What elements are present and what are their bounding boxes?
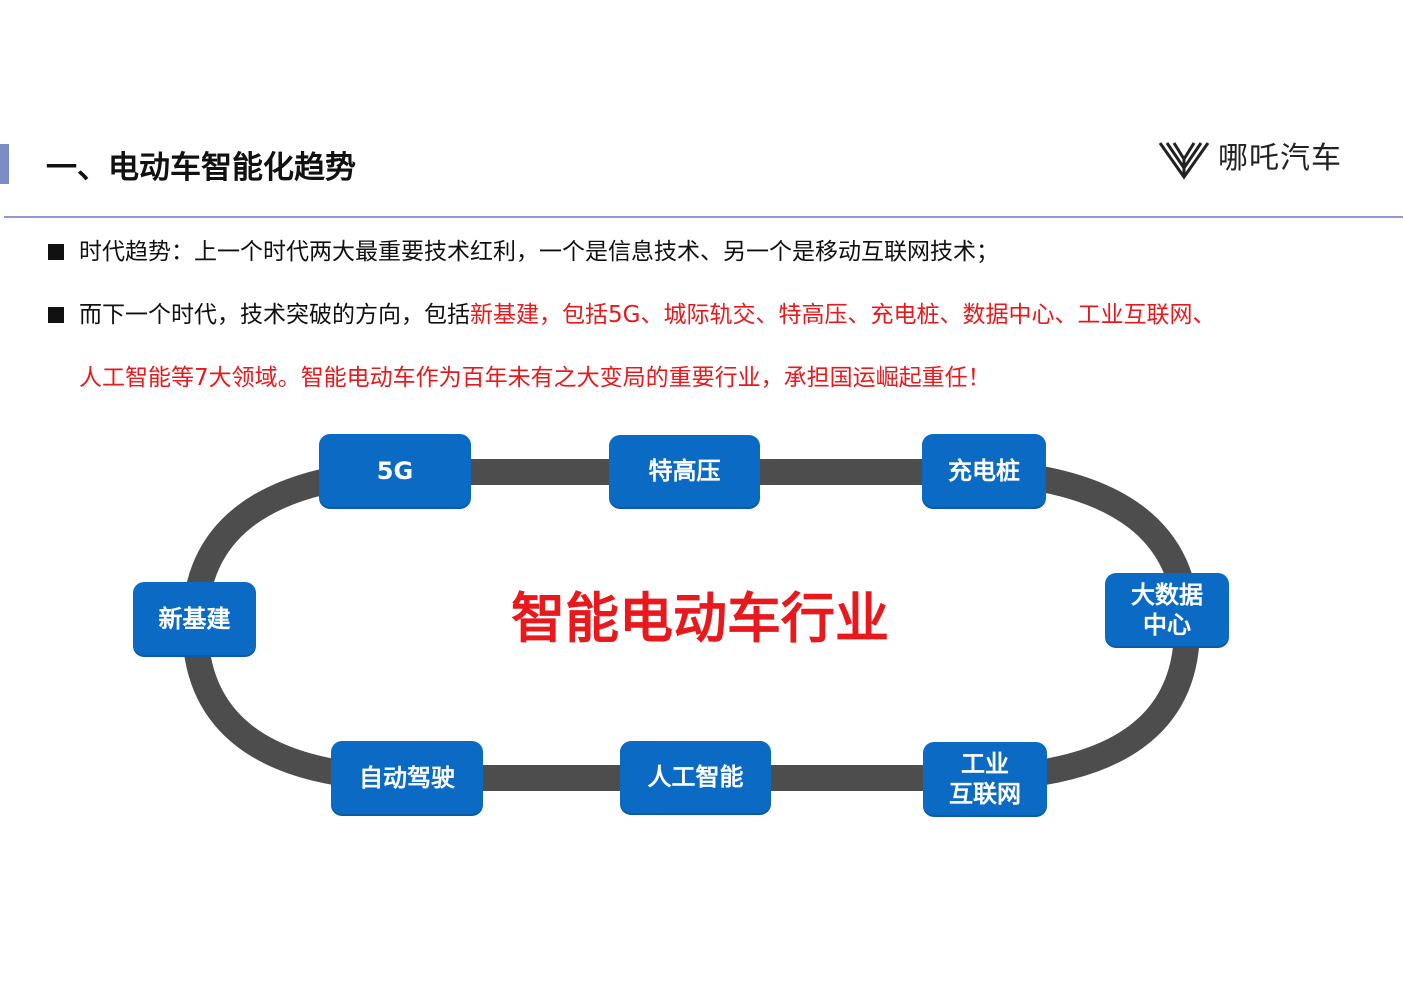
title-accent-bar [0,144,9,184]
bullet-text: 时代趋势：上一个时代两大最重要技术红利，一个是信息技术、另一个是移动互联网技术； [79,239,999,265]
node-big-data-center: 大数据 中心 [1105,573,1229,646]
node-new-infrastructure: 新基建 [133,582,256,655]
node-label-line-1: 工业 [961,749,1009,778]
node-label-line-1: 大数据 [1131,580,1203,609]
bullet-text-highlight: 新基建，包括5G、城际轨交、特高压、充电桩、数据中心、工业互联网、 [470,302,1216,328]
node-label: 新基建 [158,604,231,633]
node-charging: 充电桩 [922,434,1046,507]
brand-logo: 哪吒汽车 [1158,136,1363,182]
diagram-center-label: 智能电动车行业 [511,587,889,650]
node-label: 人工智能 [647,763,744,791]
node-autonomous-driving: 自动驾驶 [331,741,483,814]
node-5g: 5G [319,434,471,507]
node-label: 充电桩 [948,456,1020,485]
brand-logo-text: 哪吒汽车 [1218,141,1342,176]
node-label-line-2: 中心 [1143,610,1191,639]
node-uhv: 特高压 [609,435,760,507]
header-divider [4,216,1403,218]
neta-logo-icon [1158,142,1210,180]
bullet-text-plain: 而下一个时代，技术突破的方向，包括 [79,302,470,328]
bullet-text: 而下一个时代，技术突破的方向，包括新基建，包括5G、城际轨交、特高压、充电桩、数… [79,298,1215,332]
node-label-line-2: 互联网 [949,779,1021,808]
bullet-item-2-continuation: 人工智能等7大领域。智能电动车作为百年未有之大变局的重要行业，承担国运崛起重任！ [79,365,991,391]
bullet-square-icon [48,244,64,260]
node-label: 特高压 [648,457,721,485]
page-title: 一、电动车智能化趋势 [46,150,356,186]
node-industrial-internet: 工业 互联网 [923,742,1047,815]
node-label: 5G [376,456,414,485]
bullet-square-icon [48,307,64,323]
node-artificial-intelligence: 人工智能 [620,741,771,813]
node-label: 自动驾驶 [359,763,455,792]
